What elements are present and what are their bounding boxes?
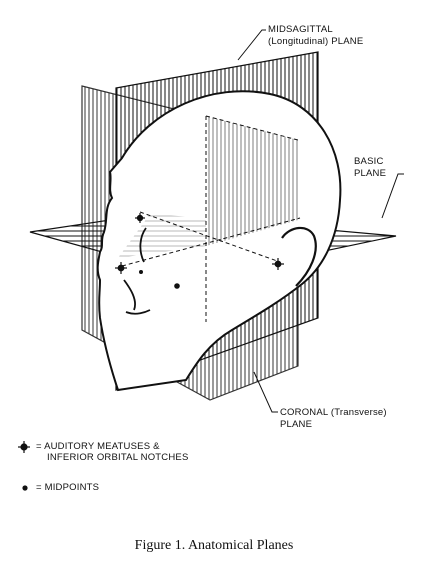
dot-icon <box>139 270 143 274</box>
leader-lines <box>237 29 404 413</box>
crosshair-dot-icon <box>272 258 284 270</box>
basic-label-line1: BASIC <box>354 156 384 167</box>
legend-item1-line2: INFERIOR ORBITAL NOTCHES <box>47 452 189 463</box>
coronal-label-line1: CORONAL (Transverse) <box>280 407 387 418</box>
legend-item1-line1: = AUDITORY MEATUSES & <box>36 441 160 452</box>
dot-icon <box>174 283 180 289</box>
face-profile <box>123 227 151 315</box>
legend-item2: = MIDPOINTS <box>36 482 100 493</box>
crosshair-dot-icon <box>135 213 145 223</box>
ear <box>281 226 317 287</box>
crosshair-dot-icon <box>115 262 127 274</box>
dashed-axes <box>121 115 301 322</box>
midsagittal-label-line1: MIDSAGITTAL <box>268 24 333 35</box>
legend-crosshair-dot-icon <box>18 441 30 453</box>
basic-label-line2: PLANE <box>354 168 387 179</box>
legend-dot-icon <box>22 485 28 491</box>
midsagittal-label-line2: (Longitudinal) PLANE <box>268 36 364 47</box>
coronal-label-line2: PLANE <box>280 419 313 430</box>
figure-caption: Figure 1. Anatomical Planes <box>134 538 294 553</box>
